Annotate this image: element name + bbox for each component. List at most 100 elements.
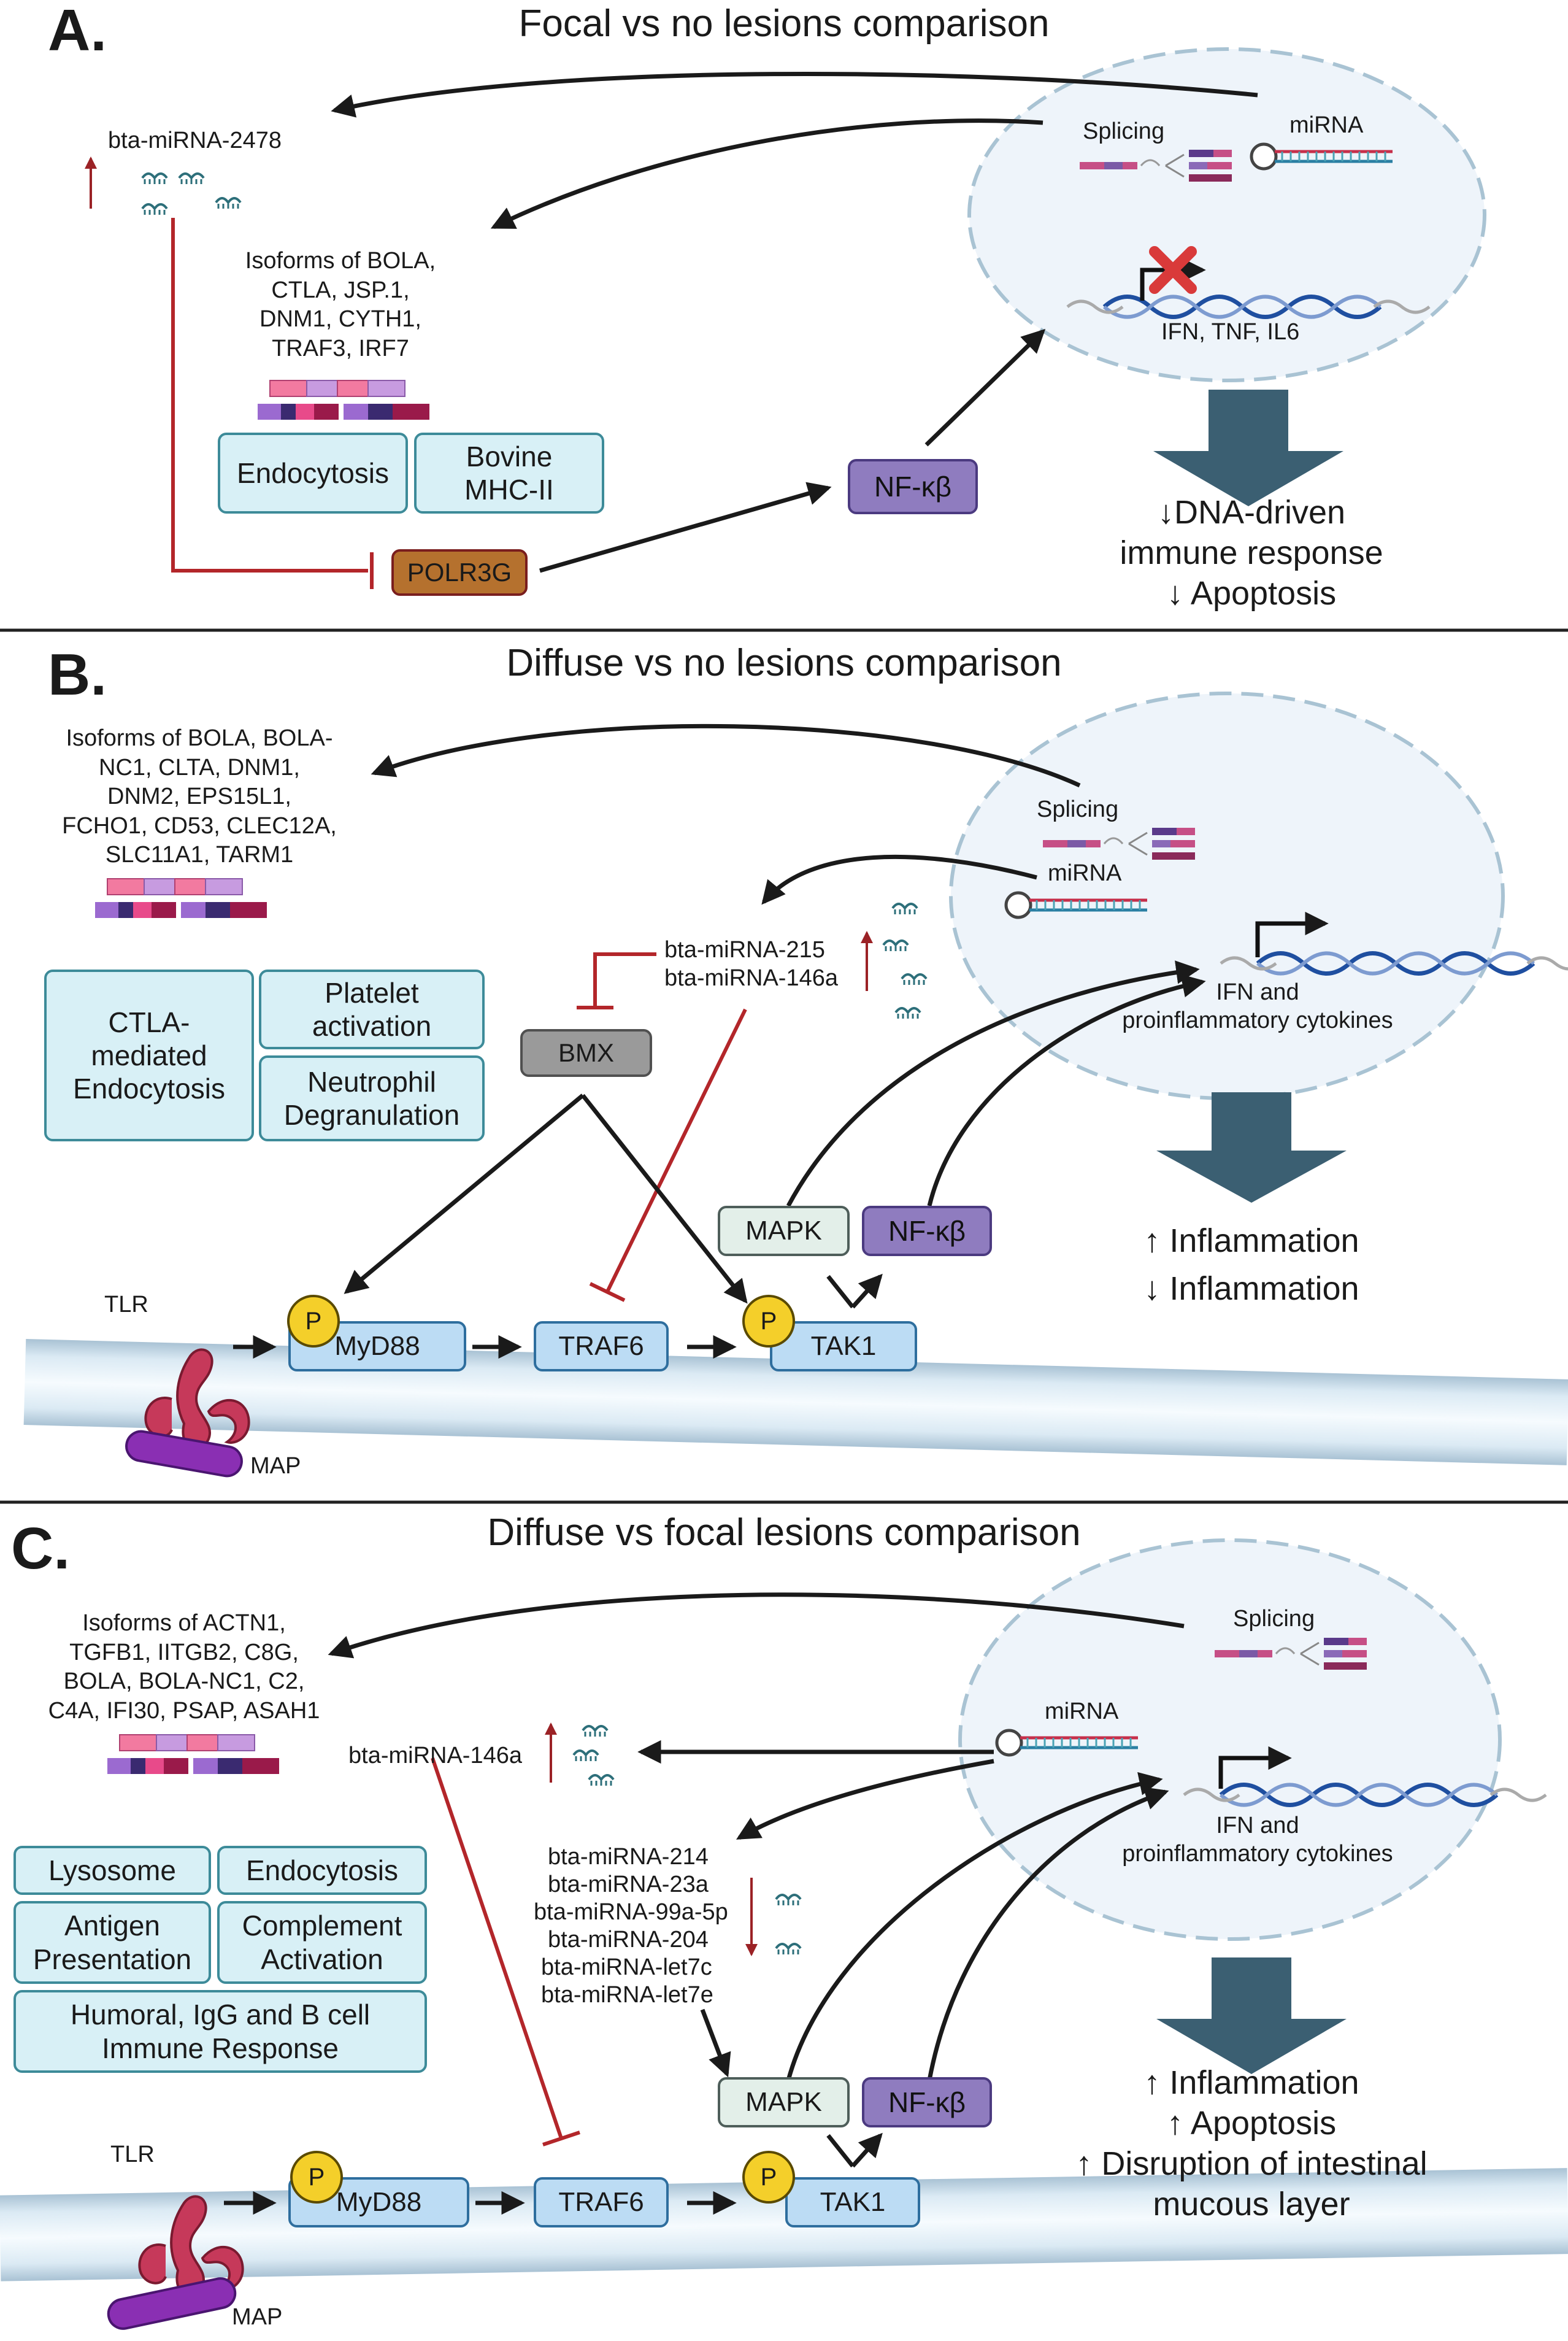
panel-b-traf6-box: TRAF6 <box>534 1321 669 1371</box>
panel-b-bmx-box: BMX <box>520 1029 652 1077</box>
panel-c-mirna-let7e: bta-miRNA-let7e <box>541 1982 713 2008</box>
panel-b-title: Diffuse vs no lesions comparison <box>506 642 1062 684</box>
mirna-icon-b3 <box>901 973 928 986</box>
panel-b-nfkb-box: NF-κβ <box>862 1206 992 1256</box>
arrow-nucleus-to-isoforms-a <box>490 118 1043 229</box>
arrow-nfkb-to-nucleus-c <box>927 1787 1169 2081</box>
mirna-icon-b2 <box>882 939 909 952</box>
tss-arrow-a <box>1140 258 1206 301</box>
panel-c-antigen-box: Antigen Presentation <box>13 1901 211 1984</box>
panel-c-outcome: ↑ Inflammation ↑ Apoptosis ↑ Disruption … <box>1075 2064 1428 2223</box>
inhibit-mirna-polr3g <box>171 218 368 573</box>
panel-a-letter: A. <box>48 0 107 63</box>
arrow-splicing-to-isoforms-b <box>371 723 1081 788</box>
panel-b-letter: B. <box>48 642 107 708</box>
arrow-mirna-to-mirna-b <box>761 854 1037 905</box>
arrow-mapk-to-nucleus-b <box>786 960 1200 1207</box>
panel-a-mirna-label: bta-miRNA-2478 <box>108 128 282 153</box>
mirna-icon-a3 <box>141 203 168 216</box>
mirna-icon-a4 <box>215 197 242 210</box>
panel-c-tlr-label: TLR <box>110 2142 155 2167</box>
panel-b-mirna-215: bta-miRNA-215 <box>664 937 825 963</box>
map-bacterium-c <box>107 2277 237 2330</box>
inhibit-mirna-traf6-b <box>605 1008 747 1293</box>
mirna-icon-c5 <box>775 1943 802 1956</box>
panel-c-nfkb-box: NF-κβ <box>862 2077 992 2127</box>
panel-c-mirna-23a: bta-miRNA-23a <box>548 1872 709 1897</box>
big-arrow-c <box>1156 1957 1347 2074</box>
arrow-nucleus-to-mirna-a <box>331 71 1258 118</box>
panel-a-splicing-label: Splicing <box>1083 118 1165 144</box>
mirna-icon-c1 <box>582 1725 609 1738</box>
inhibit-bar-traf6-b <box>589 1282 626 1302</box>
panel-b-myd88-phospho: P <box>287 1295 340 1348</box>
isoform-bars-a <box>257 380 430 420</box>
panel-b-isoforms: Isoforms of BOLA, BOLA- NC1, CLTA, DNM1,… <box>62 725 337 868</box>
panel-c-traf6-box: TRAF6 <box>534 2177 669 2227</box>
panel-b-mapk-box: MAPK <box>718 1206 850 1256</box>
panel-a-endocytosis-box: Endocytosis <box>218 433 408 514</box>
arrow-mirna-to-mirna-down-c <box>736 1759 994 1840</box>
tss-arrow-b <box>1255 911 1329 957</box>
mirna-icon-c2 <box>572 1749 599 1762</box>
panel-c-mirna-up-label: bta-miRNA-146a <box>348 1743 522 1768</box>
panel-b-outcome: ↑ Inflammation ↓ Inflammation <box>1143 1222 1359 1308</box>
tak1-split-arrows-c <box>826 2135 880 2168</box>
mirna-icon-c3 <box>588 1774 615 1787</box>
big-arrow-b <box>1156 1092 1347 1203</box>
panel-a-genes-label: IFN, TNF, IL6 <box>1161 319 1300 345</box>
inhibit-bar-traf6-c <box>542 2131 580 2146</box>
arrow-mapk-to-nucleus-c <box>786 1772 1163 2081</box>
isoform-bars-c <box>107 1734 280 1775</box>
isoform-bars-b <box>94 878 267 919</box>
big-arrow-a <box>1153 390 1343 506</box>
panel-c-isoforms: Isoforms of ACTN1, TGFB1, IITGB2, C8G, B… <box>48 1610 320 1724</box>
arrow-nfkb-to-nucleus <box>924 328 1046 447</box>
blocked-x-icon <box>1149 246 1197 294</box>
mirna-icon-c4 <box>775 1894 802 1907</box>
panel-b-neutrophil-box: Neutrophil Degranulation <box>259 1055 485 1141</box>
panel-b-mirna-nucleus-label: miRNA <box>1048 860 1122 886</box>
panel-b-tlr-label: TLR <box>104 1292 148 1317</box>
arrow-nfkb-to-nucleus-b <box>927 974 1206 1206</box>
panel-c-mapk-box: MAPK <box>718 2077 850 2127</box>
panel-c-letter: C. <box>11 1516 70 1581</box>
mirna-icon-b1 <box>891 903 918 916</box>
panel-c-mirna-99a-5p: bta-miRNA-99a-5p <box>534 1899 728 1925</box>
arrow-bmx-to-tak1-b <box>581 1093 748 1304</box>
panel-c-mirna-let7c: bta-miRNA-let7c <box>541 1954 712 1980</box>
inhibit-mirna-traf6-c <box>431 1757 563 2139</box>
panel-a-nfkb-box: NF-κβ <box>848 459 978 514</box>
panel-b-genes-label: IFN and proinflammatory cytokines <box>1122 979 1393 1033</box>
panel-c-mirna-214: bta-miRNA-214 <box>548 1844 709 1870</box>
panel-c-title: Diffuse vs focal lesions comparison <box>487 1511 1081 1554</box>
nucleus-c <box>958 1538 1502 1941</box>
panel-b-mirna-146a: bta-miRNA-146a <box>664 965 838 991</box>
panel-c-myd88-phospho: P <box>290 2151 343 2204</box>
nucleus-b <box>949 692 1505 1100</box>
mirna-icon-a2 <box>178 172 205 185</box>
panel-c-genes-label: IFN and proinflammatory cytokines <box>1122 1813 1393 1867</box>
panel-c-map-label: MAP <box>232 2304 283 2330</box>
inhibit-mirna-bmx <box>593 952 656 1006</box>
arrow-mirna-to-mapk-c <box>700 2008 731 2078</box>
panel-a-isoforms: Isoforms of BOLA, CTLA, JSP.1, DNM1, CYT… <box>245 248 436 361</box>
panel-b-tak1-phospho: P <box>742 1295 795 1348</box>
arrow-polr3g-to-nfkb <box>539 482 832 573</box>
tak1-split-arrows-b <box>826 1276 880 1309</box>
panel-c-mirna-204: bta-miRNA-204 <box>548 1927 709 1953</box>
panel-c-complement-box: Complement Activation <box>217 1901 427 1984</box>
panel-b-platelet-box: Platelet activation <box>259 970 485 1049</box>
panel-c-endocytosis-box: Endocytosis <box>217 1846 427 1895</box>
tss-arrow-c <box>1218 1746 1292 1789</box>
arrow-splicing-to-isoforms-c <box>328 1592 1185 1659</box>
panel-b-splicing-label: Splicing <box>1037 796 1119 822</box>
panel-a-mhc-box: Bovine MHC-II <box>414 433 604 514</box>
panel-c-humoral-box: Humoral, IgG and B cell Immune Response <box>13 1990 427 2073</box>
panel-a-mirna-nucleus-label: miRNA <box>1289 112 1364 138</box>
arrow-bmx-to-myd88 <box>344 1093 585 1294</box>
panel-c-tak1-phospho: P <box>742 2151 795 2204</box>
mirna-icon-b4 <box>894 1007 921 1020</box>
